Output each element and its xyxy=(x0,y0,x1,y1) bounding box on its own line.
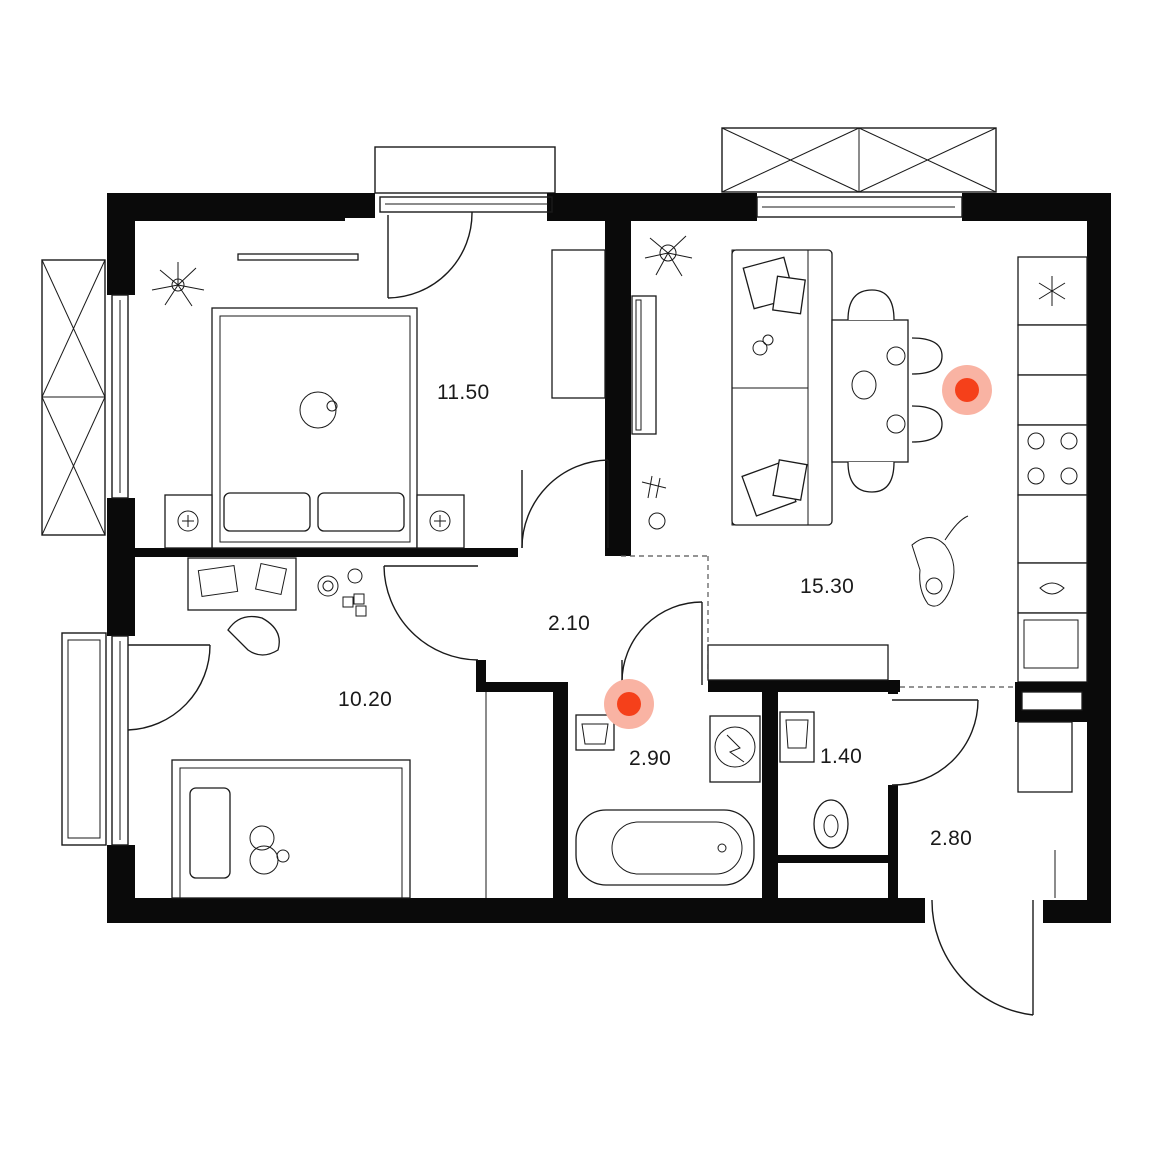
bedroom-furniture xyxy=(151,249,606,549)
area-label-kids-room: 10.20 xyxy=(338,688,392,711)
plant-icon xyxy=(151,262,205,307)
balcony-top-bedroom xyxy=(374,146,556,194)
area-label-toilet: 1.40 xyxy=(820,745,862,768)
area-label-kitchen-living: 15.30 xyxy=(800,575,854,598)
area-labels: 11.50 15.30 2.10 2.90 1.40 2.80 10.20 xyxy=(338,381,972,850)
dog-icon xyxy=(911,515,969,607)
walls xyxy=(107,193,1111,923)
marker-kitchen[interactable] xyxy=(955,378,979,402)
location-markers[interactable] xyxy=(604,365,992,729)
doors xyxy=(127,211,1056,1016)
marker-bathroom[interactable] xyxy=(617,692,641,716)
snowflake-icon xyxy=(1038,276,1066,306)
kids-room-furniture xyxy=(171,557,487,899)
teddy-icon xyxy=(249,825,290,875)
living-furniture xyxy=(631,235,1088,793)
bathroom-fixtures xyxy=(575,714,761,886)
balcony-top-right xyxy=(721,127,997,193)
balcony-left-top xyxy=(41,259,106,536)
plant-icon xyxy=(644,235,693,277)
area-label-hall: 2.10 xyxy=(548,612,590,635)
area-label-bedroom: 11.50 xyxy=(437,381,490,404)
toilet-fixtures xyxy=(779,711,849,849)
bunny-icon xyxy=(752,334,774,356)
balcony-left-bottom xyxy=(61,632,107,846)
toys-icon xyxy=(317,568,367,617)
area-label-entrance: 2.80 xyxy=(930,827,972,850)
toy-icon xyxy=(641,475,667,530)
stove-icon xyxy=(1027,432,1078,485)
area-label-bathroom: 2.90 xyxy=(629,747,671,770)
water-drop-icon xyxy=(1039,582,1065,595)
windows xyxy=(111,196,963,846)
cat-icon xyxy=(299,391,338,429)
